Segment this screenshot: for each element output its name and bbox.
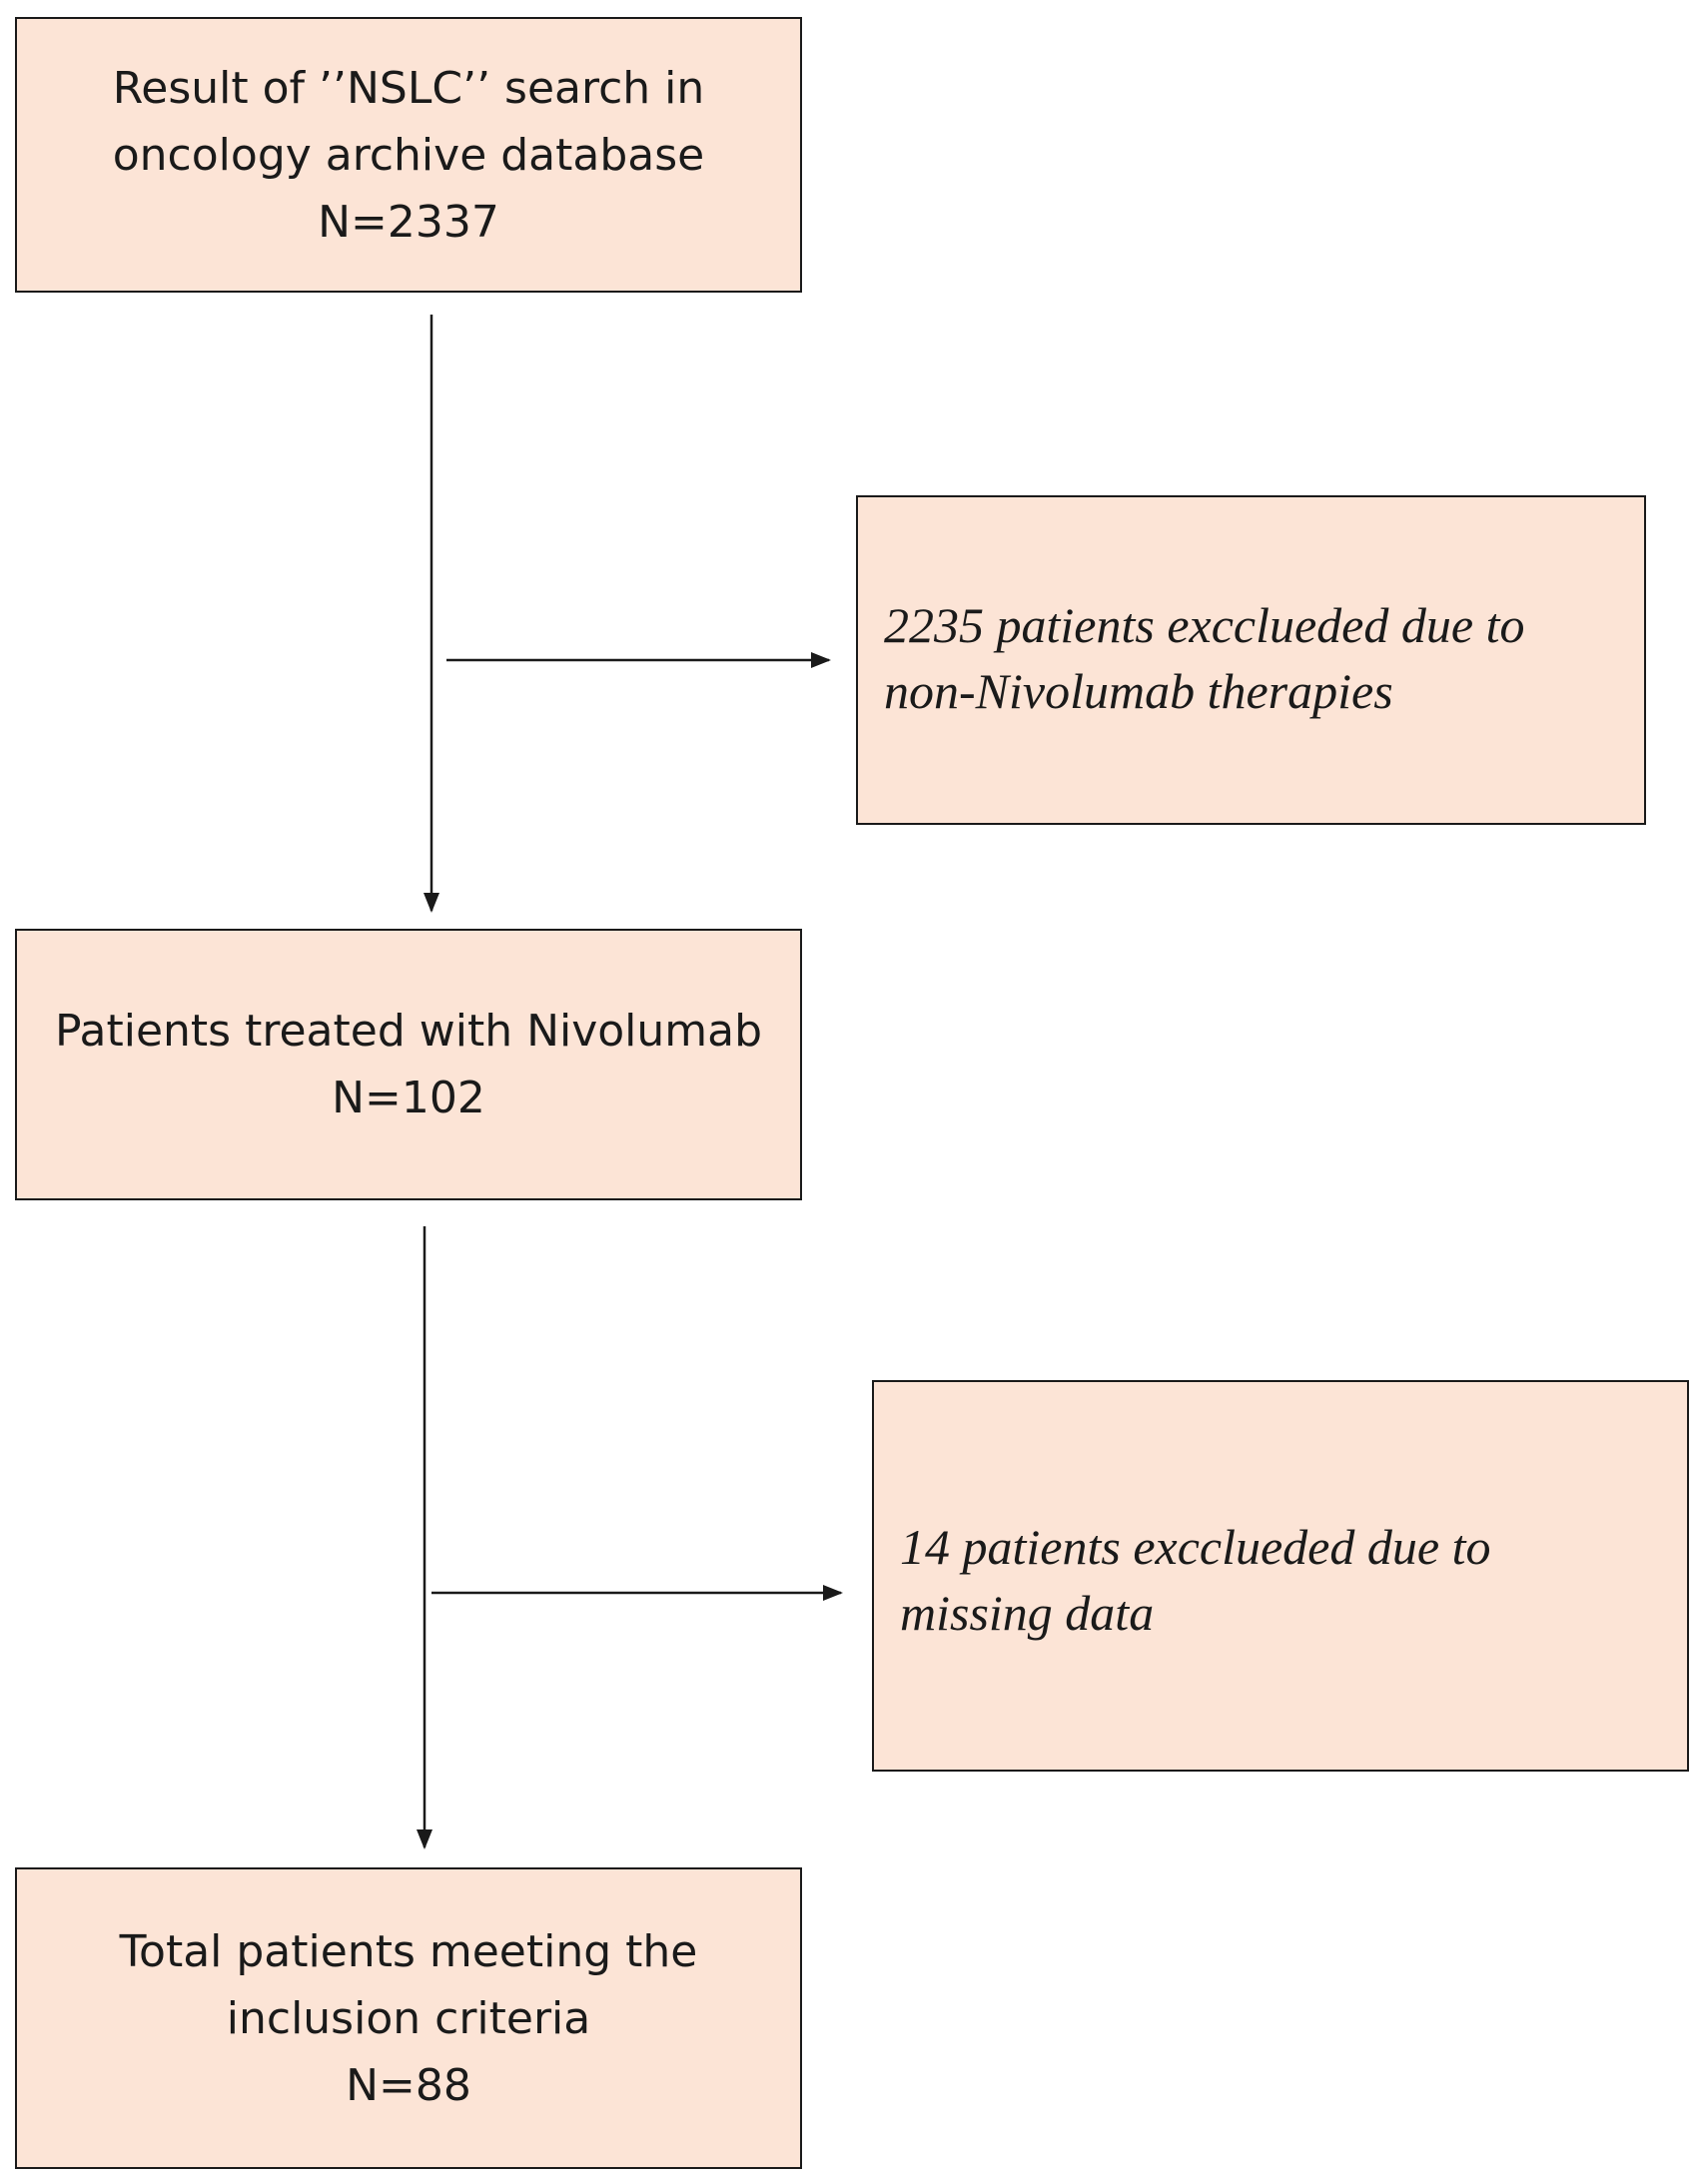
exclusion-missing-line-1: 14 patients excclueded due to — [900, 1519, 1491, 1575]
total-patients-line-1: Total patients meeting the — [119, 1925, 698, 1977]
search-result-box: Result of ’’NSLC’’ search in oncology ar… — [15, 17, 802, 293]
nivolumab-patients-box: Patients treated with Nivolumab N=102 — [15, 929, 802, 1200]
nivolumab-patients-line-1: Patients treated with Nivolumab — [54, 1006, 763, 1057]
nivolumab-patients-count: N=102 — [332, 1073, 485, 1123]
total-patients-line-2: inclusion criteria — [226, 1992, 591, 2044]
exclusion-therapies-line-2: non-Nivolumab therapies — [884, 663, 1393, 719]
exclusion-box-missing-data: 14 patients excclueded due to missing da… — [872, 1380, 1689, 1772]
total-patients-count: N=88 — [346, 2059, 471, 2111]
total-patients-box: Total patients meeting the inclusion cri… — [15, 1867, 802, 2169]
exclusion-missing-line-2: missing data — [900, 1585, 1155, 1641]
search-result-count: N=2337 — [318, 196, 499, 248]
exclusion-box-therapies: 2235 patients excclueded due to non-Nivo… — [856, 495, 1646, 825]
exclusion-therapies-line-1: 2235 patients excclueded due to — [884, 597, 1525, 653]
search-result-line-1: Result of ’’NSLC’’ search in — [112, 62, 705, 114]
search-result-line-2: oncology archive database — [112, 129, 705, 181]
